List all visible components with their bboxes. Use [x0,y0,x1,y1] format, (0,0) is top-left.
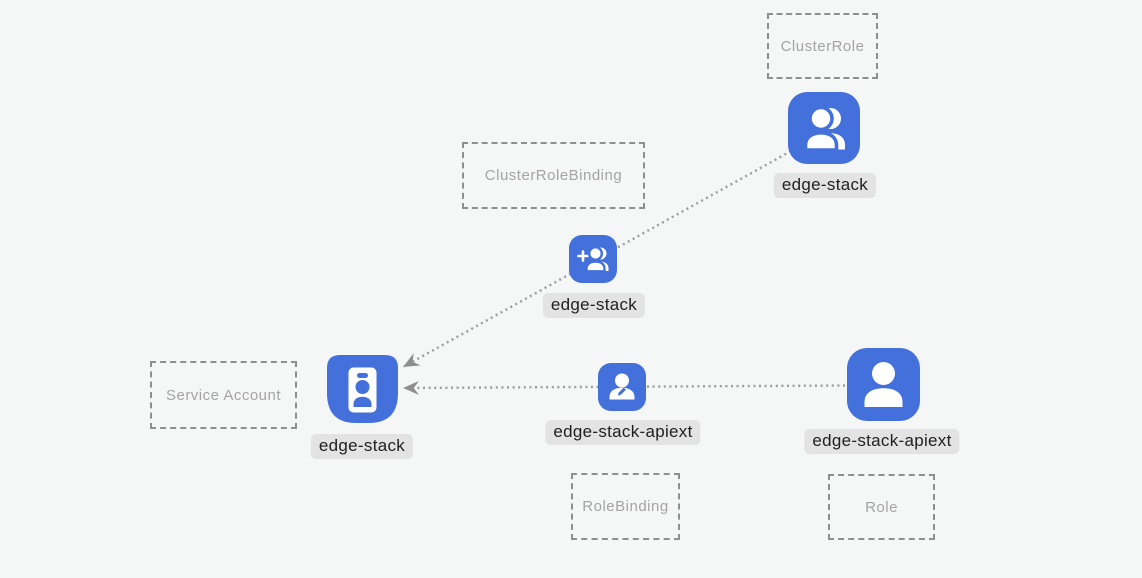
kind-box-label: ClusterRole [780,37,865,55]
kind-box-label: Service Account [165,386,282,404]
node-label-role-edge-stack-apiext: edge-stack-apiext [804,429,960,454]
node-clusterrole-edge-stack[interactable] [788,92,860,164]
kind-box-clusterrole: ClusterRole [767,13,878,79]
node-rolebinding-edge-stack-apiext[interactable] [598,363,646,411]
node-label-clusterrole-edge-stack: edge-stack [773,173,877,198]
kind-box-rolebinding: RoleBinding [571,473,680,540]
users-icon [788,92,860,168]
kind-box-label: RoleBinding [582,498,669,515]
kind-box-label: ClusterRoleBinding [484,167,623,184]
node-serviceaccount-edge-stack[interactable] [327,355,398,423]
kind-box-role: Role [828,474,935,540]
kind-box-clusterrolebinding: ClusterRoleBinding [462,142,645,209]
edge-clusterrole-to-serviceaccount [403,149,792,368]
node-clusterrolebinding-edge-stack[interactable] [569,235,617,283]
user-plus-icon [569,235,617,287]
kind-box-serviceaccount: Service Account [150,361,297,429]
user-icon [847,348,920,425]
node-label-clusterrolebinding-edge-stack: edge-stack [542,293,646,318]
node-role-edge-stack-apiext[interactable] [847,348,920,421]
id-badge-icon [327,355,398,427]
user-edit-icon [598,363,646,415]
node-label-serviceaccount-edge-stack: edge-stack [310,434,414,459]
node-label-rolebinding-edge-stack-apiext: edge-stack-apiext [545,420,701,445]
kind-box-label: Role [865,498,898,516]
edge-role-to-serviceaccount [403,380,846,395]
